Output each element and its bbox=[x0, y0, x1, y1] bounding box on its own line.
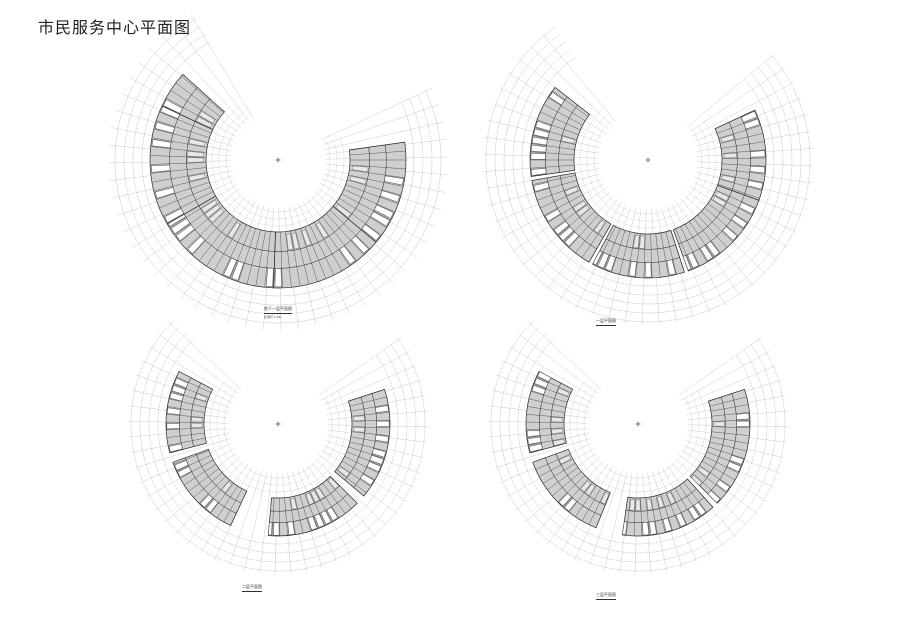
plan-drawing bbox=[108, 14, 448, 330]
plan-drawing bbox=[488, 319, 788, 574]
floor-plan-third bbox=[470, 319, 810, 597]
floor-plan-basement bbox=[100, 14, 460, 330]
page-title: 市民服务中心平面图 bbox=[38, 18, 192, 37]
plan-caption: 一层平面图 bbox=[596, 318, 616, 326]
floor-plan-second bbox=[110, 319, 450, 597]
plan-caption: 地下一层平面图 比例尺 1:00 bbox=[264, 306, 292, 319]
plan-caption: 三层平面图 bbox=[596, 592, 616, 600]
plan-caption: 二层平面图 bbox=[242, 584, 262, 592]
plan-drawing bbox=[128, 319, 428, 574]
floor-plan-first bbox=[470, 27, 830, 325]
plan-drawing bbox=[483, 27, 813, 325]
